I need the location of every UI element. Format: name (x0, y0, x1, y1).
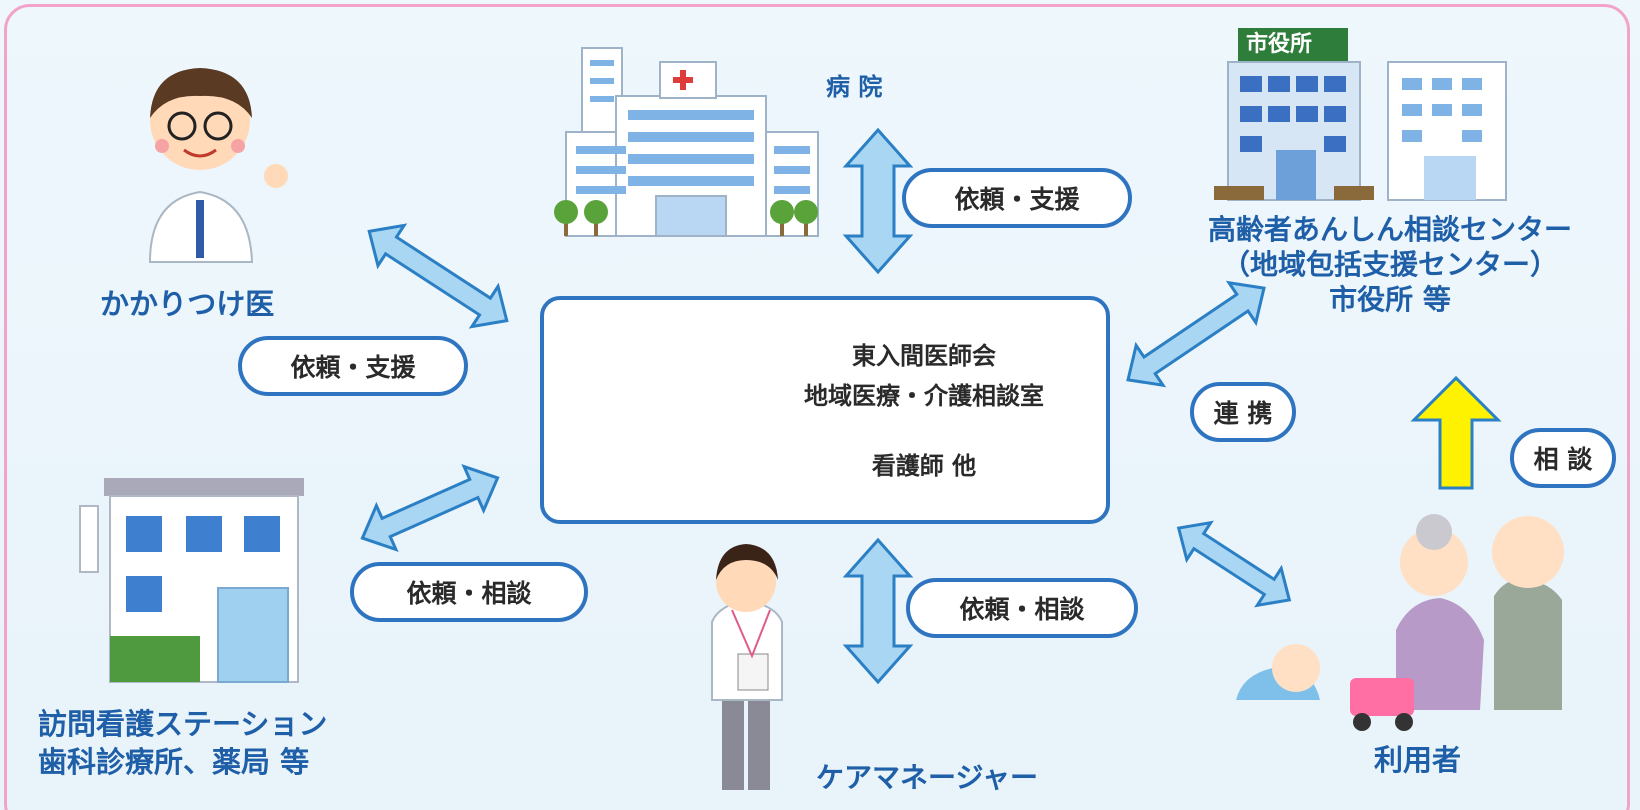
users-illustration (1236, 514, 1564, 731)
nursing-label-line2: 歯科診療所、薬局 等 (38, 744, 310, 779)
center-line3: 看護師 他 (871, 452, 977, 480)
arrow-hospital (842, 127, 914, 275)
agency-label: 高齢者あんしん相談センター （地域包括支援センター） 市役所 等 (1170, 212, 1610, 317)
relation-family-doctor-pill: 依頼・支援 (238, 336, 468, 396)
nursing-label-line1: 訪問看護ステーション (38, 707, 328, 741)
arrow-users-to-agency (1410, 375, 1502, 490)
nursing-station-illustration (79, 478, 304, 683)
hospital-label: 病 院 (826, 73, 883, 101)
arrow-family-doctor (367, 223, 509, 329)
arrow-agency (1126, 280, 1266, 388)
family-doctor-label: かかりつけ医 (100, 287, 275, 321)
users-label: 利用者 (1374, 743, 1462, 777)
arrow-users (1176, 520, 1292, 608)
arrow-nursing (360, 464, 500, 552)
city-hall-sign: 市役所 (1246, 32, 1313, 57)
nursing-label: 訪問看護ステーション 歯科診療所、薬局 等 (38, 706, 327, 781)
city-hall-illustration (1214, 28, 1507, 201)
center-line1: 東入間医師会 (852, 342, 996, 370)
agency-label-line3: 市役所 等 (1329, 283, 1451, 316)
agency-label-line1: 高齢者あんしん相談センター (1207, 213, 1572, 246)
agency-label-line2: （地域包括支援センター） (1221, 248, 1558, 281)
relation-care-manager-pill: 依頼・相談 (906, 578, 1138, 638)
doctor-illustration (148, 68, 288, 263)
hospital-illustration (554, 47, 819, 237)
care-manager-label: ケアマネージャー (816, 761, 1039, 794)
relation-consult-pill: 相 談 (1510, 428, 1616, 488)
relation-agency-pill: 連 携 (1190, 382, 1296, 442)
care-manager-illustration (711, 544, 783, 790)
arrow-care-manager (842, 537, 914, 685)
relation-hospital-pill: 依頼・支援 (902, 168, 1132, 228)
relation-nursing-pill: 依頼・相談 (350, 562, 588, 622)
center-box: 東入間医師会 地域医療・介護相談室 看護師 他 (540, 296, 1110, 524)
center-line2: 地域医療・介護相談室 (804, 382, 1044, 410)
